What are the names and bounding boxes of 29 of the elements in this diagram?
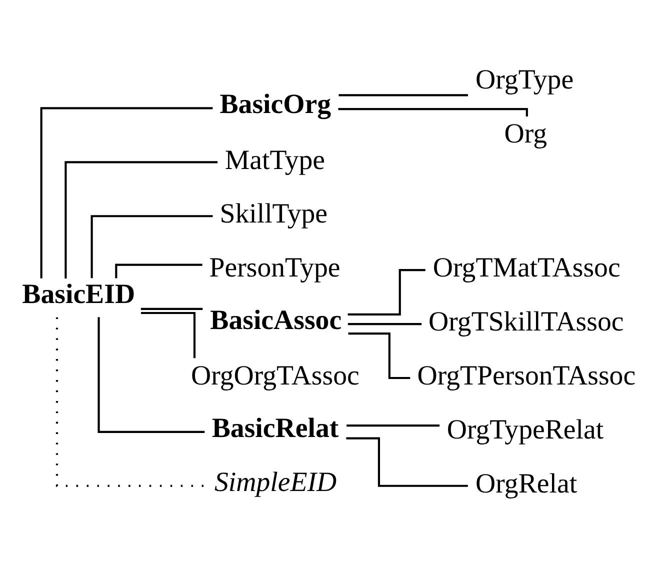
node-text: MatType bbox=[224, 144, 326, 176]
connector bbox=[140, 312, 196, 358]
connector bbox=[98, 317, 205, 433]
node-text: BasicRelat bbox=[212, 412, 339, 444]
connector bbox=[346, 424, 440, 427]
node-text: OrgRelat bbox=[476, 468, 578, 500]
connector bbox=[140, 308, 203, 310]
connector bbox=[348, 332, 410, 380]
connector bbox=[64, 161, 218, 278]
connector bbox=[56, 317, 208, 487]
connector bbox=[348, 322, 422, 326]
node-text: PersonType bbox=[209, 252, 340, 284]
node-text: BasicAssoc bbox=[210, 304, 342, 336]
connector bbox=[348, 269, 426, 316]
connector bbox=[346, 437, 468, 487]
node-text: OrgType bbox=[476, 64, 574, 96]
node-text: SimpleEID bbox=[214, 466, 337, 498]
node-text: SkillType bbox=[220, 198, 328, 230]
node-text: OrgTypeRelat bbox=[446, 414, 604, 446]
node-text: OrgTMatTAssoc bbox=[432, 252, 620, 284]
node-text: BasicEID bbox=[22, 278, 136, 310]
connector bbox=[90, 215, 213, 278]
node-text: OrgTPersonTAssoc bbox=[417, 360, 636, 392]
connector bbox=[338, 94, 468, 96]
node-text: OrgOrgTAssoc bbox=[191, 360, 360, 392]
connector bbox=[40, 107, 213, 278]
node-text: OrgTSkillTAssoc bbox=[428, 306, 624, 338]
node-text: Org bbox=[504, 118, 548, 150]
node-text: BasicOrg bbox=[220, 89, 332, 120]
